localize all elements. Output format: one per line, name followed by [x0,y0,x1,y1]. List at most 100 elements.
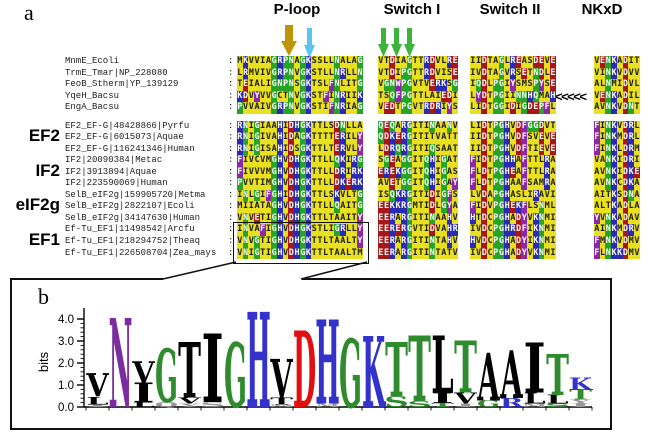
alignment-block: FLDTPGHAAFSAMRA [470,178,556,190]
sequence-name: Ef-Tu_EF1|11498542|Arcfu [65,224,195,235]
alignment-row: EF2_EF-G|116241346|Human:RNIGISAHIDSGKTT… [0,143,648,156]
alignment-block: SGEAGGITQHIGAT [378,155,459,167]
name-sequence-separator: : [228,132,234,143]
group-label-eif2g: eIF2g [15,195,60,214]
alignment-block: VANKIDRI [594,155,640,167]
logo-letter: S [545,403,570,408]
alignment-block: QEQARGITINAANV [378,120,459,133]
sequence-name: Ef-Tu_EF1|226508704|Zea_mays [65,247,217,258]
alignment-block: LDRQRGITIQSAAT [378,143,459,156]
alignment-block: LIDTGGIDIGDEPFL [470,102,556,114]
alignment-row: FeoB_Stherm|YP_139129:TEIALIGNPNSGKTSLFN… [0,79,648,91]
logo-letter: V [270,349,294,411]
alignment-block: INLGIFGHIDHGKTTLSKVLTG [237,189,363,202]
alignment-block: EERARGITINTATV [378,247,459,260]
logo-letter: Q [155,401,178,409]
header-switch-2: Switch II [479,1,541,18]
logo-letter: Y [178,403,200,408]
alignment-block: YVNKADAV [594,212,640,225]
alignment-row: Ef-Tu_EF1|226508704|Zea_mays:VNIGTIGHVDH… [0,247,648,260]
alignment-block: FMNKVDMV [594,236,640,248]
logo-letter: I [132,377,154,409]
sequence-name: SelB_eIF2g|2822107|Ecoli [65,201,195,212]
sequence-name: SelB_eIF2g|159905720|Metma [65,189,206,200]
logo-letter: L [523,390,545,408]
alignment-block: AVNKIDKE [594,166,640,179]
name-sequence-separator: : [228,79,234,90]
y-tick-label: 3.0 [58,336,74,348]
sequence-name: IF2|3913894|Aquae [65,166,157,177]
name-sequence-separator: : [228,236,234,246]
group-label-ef2: EF2 [28,126,60,145]
alignment-block: VENKADIL [594,90,640,103]
logo-letter: S [200,401,225,409]
logo-letter: L [546,392,568,407]
logo-letter: M [315,403,339,408]
alignment-row: EF2_EF-G|6015073|Aquae:RNIGIVAHIDAGKTTTT… [0,132,648,144]
sequence-name: IF2|20090384|Metac [65,155,163,166]
alignment-block: RNIGISAHIDSGKTTLTERVLY [237,143,363,156]
alignment-block: PVVAIVGRPNVGKSTIFNRIAG [237,102,363,114]
logo-letter: T [270,396,293,406]
alignment-block: EREKGGITQHIGAS [378,166,459,179]
sequence-name: SelB_eIF2g|34147630|Human [65,212,201,223]
alignment-block: EERARGITINAAHV [378,212,459,225]
sequence-name: MnmE_Ecoli [65,56,120,66]
logo-letter: G [339,320,362,426]
name-sequence-separator: : [228,143,234,154]
alignment-row: IF2|3913894|Aquae:FIVVVMGHVDHGKTTLLDRIRK… [0,166,648,179]
logo-letter: D [293,310,316,426]
alignment-block: AVNKVDNT [594,102,640,114]
logo-letter: T [454,325,477,409]
header-p-loop: P-loop [273,1,321,18]
alignment-row: SelB_eIF2g|159905720|Metma:INLGIFGHIDHGK… [0,189,648,202]
name-sequence-separator: : [228,120,234,131]
logo-letter: K [362,316,387,426]
logo-letter: T [408,317,431,423]
name-sequence-separator: : [228,212,234,223]
alignment-block: VEDTPGVTRDRIYS [378,102,459,114]
alignment-block: EERERGVTIDVAHR [378,224,459,237]
logo-letter: H [315,296,340,426]
logo-letter: T [569,387,592,403]
logo-letter: S [384,393,409,411]
logo-letter: N [109,294,133,426]
name-sequence-separator: : [228,56,234,66]
y-tick-label: 1.0 [58,380,74,392]
name-sequence-separator: : [228,201,234,212]
name-sequence-separator: : [228,189,234,200]
alignment-block: LYDTPGIINNHQMAH [470,90,556,103]
logo-letter: V [131,354,155,390]
alignment-block: FLNKKDMV [594,247,640,260]
logo-letter: I [431,391,453,407]
alignment-block: FIDTPGHHAFTTLRA [470,155,556,167]
alignment-block: FINKLDRM [594,143,640,156]
name-sequence-separator: : [228,102,234,113]
name-sequence-separator: : [228,90,234,101]
alignment-row: IF2|223590069|Human:PVVTIMGHVDHGKTTLLDKE… [0,178,648,190]
alignment-block: AITKSDNA [594,189,640,202]
logo-letter: V [177,396,201,406]
alignment-row: SelB_eIF2g|2822107|Ecoli:MIIATAGHVDHGKTT… [0,201,648,213]
header-switch-1: Switch I [383,1,441,18]
sequence-name: TrmE_Tmar|NP_228080 [65,67,168,78]
alignment-block: FLDTPGHEAFTTLRA [470,166,556,179]
alignment-block: HTDCPGHADYVKNMI [470,212,556,225]
alignment-block: TSQFPGTTLAIEDI [378,90,459,103]
alignment-block: MIIATAGHVDHGKTTLLQAITG [237,201,363,213]
logo-letter: V [85,368,109,405]
circular-permutation-marker: <<<<< [555,88,587,104]
logo-letter: M [269,404,293,408]
alignment-row: TrmE_Tmar|NP_228080:LRMVIVGRPNVGKSTLLNRL… [0,67,648,80]
alignment-block: FIVCVMGHVDHGKTTLLQKIRG [237,155,363,167]
logo-letter: G [155,333,178,419]
alignment-block: FINKVDRL [594,120,640,133]
logo-letter: S [407,399,432,409]
alignment-block: KDVYVVGCTNVGKSTFINRIIK [237,90,363,103]
y-tick-label: 2.0 [58,358,74,370]
alignment-block: VNVGTIGHVDHGKTTLTAALTY [237,236,363,248]
alignment-block: MKVVIAGRPNAGKSSLLNALAG [237,56,363,68]
alignment-block: IVDCPGHADYVKNMI [470,247,556,260]
